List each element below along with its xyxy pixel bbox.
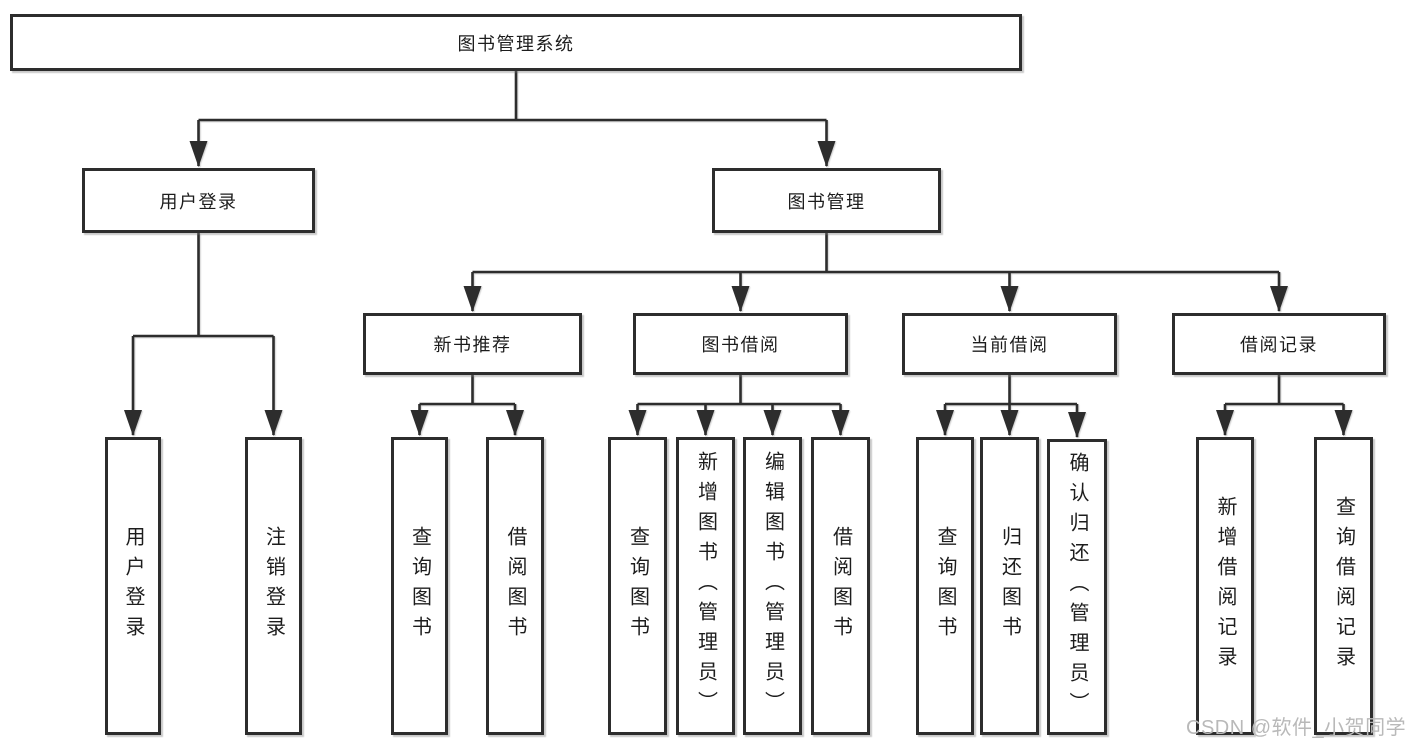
node-user-login-label: 用户登录 <box>159 191 238 212</box>
leaf-user-login: 用户登录 <box>105 437 161 735</box>
node-borrowing-records: 借阅记录 <box>1172 313 1386 375</box>
leaf-query-borrow-record: 查询借阅记录 <box>1314 437 1373 735</box>
leaf-add-borrow-record: 新增借阅记录 <box>1196 437 1254 735</box>
leaf-borrow-books-recommend: 借阅图书 <box>486 437 544 735</box>
leaf-query-books-current: 查询图书 <box>916 437 974 735</box>
leaf-user-login-label: 用户登录 <box>122 526 144 646</box>
leaf-confirm-return-admin-label: 确认归还（管理员） <box>1066 452 1088 722</box>
branch-current-borrowing <box>936 375 1086 438</box>
node-current-borrowing: 当前借阅 <box>902 313 1117 375</box>
leaf-add-borrow-record-label: 新增借阅记录 <box>1214 496 1236 676</box>
leaf-edit-books-admin-label: 编辑图书（管理员） <box>761 451 784 721</box>
leaf-query-books-current-label: 查询图书 <box>934 526 956 646</box>
leaf-borrow-books: 借阅图书 <box>811 437 870 735</box>
branch-new-book-recommend <box>410 375 524 436</box>
leaf-return-books: 归还图书 <box>980 437 1039 735</box>
leaf-query-borrow-record-label: 查询借阅记录 <box>1332 496 1355 676</box>
leaf-query-books-recommend-label: 查询图书 <box>408 526 431 646</box>
node-new-book-recommend: 新书推荐 <box>363 313 582 375</box>
node-current-borrowing-label: 当前借阅 <box>970 335 1049 355</box>
leaf-query-books-recommend: 查询图书 <box>391 437 448 735</box>
leaf-add-books-admin-label: 新增图书（管理员） <box>694 451 717 721</box>
node-book-management-label: 图书管理 <box>787 191 866 212</box>
leaf-query-books-borrow: 查询图书 <box>608 437 667 735</box>
node-book-management: 图书管理 <box>712 168 941 233</box>
leaf-borrow-books-recommend-label: 借阅图书 <box>504 526 526 646</box>
leaf-confirm-return-admin: 确认归还（管理员） <box>1047 439 1107 735</box>
leaf-logout: 注销登录 <box>245 437 302 735</box>
node-book-borrowing-label: 图书借阅 <box>701 335 780 355</box>
node-new-book-recommend-label: 新书推荐 <box>433 335 512 355</box>
leaf-return-books-label: 归还图书 <box>998 526 1021 646</box>
node-root-label: 图书管理系统 <box>457 33 575 54</box>
node-borrowing-records-label: 借阅记录 <box>1240 335 1318 355</box>
node-user-login: 用户登录 <box>82 168 315 233</box>
branch-borrowing-records <box>1216 375 1353 436</box>
leaf-edit-books-admin: 编辑图书（管理员） <box>743 437 802 735</box>
branch-book-management <box>463 233 1288 312</box>
leaf-borrow-books-label: 借阅图书 <box>829 526 852 646</box>
leaf-add-books-admin: 新增图书（管理员） <box>676 437 735 735</box>
branch-root-to-level2 <box>189 70 836 167</box>
branch-user-login <box>124 233 283 436</box>
node-book-borrowing: 图书借阅 <box>633 313 848 375</box>
leaf-query-books-borrow-label: 查询图书 <box>626 526 649 646</box>
branch-book-borrowing <box>628 375 850 436</box>
watermark: CSDN @软件_小贺同学 <box>1186 717 1405 739</box>
leaf-logout-label: 注销登录 <box>262 526 285 646</box>
node-root: 图书管理系统 <box>10 14 1022 71</box>
